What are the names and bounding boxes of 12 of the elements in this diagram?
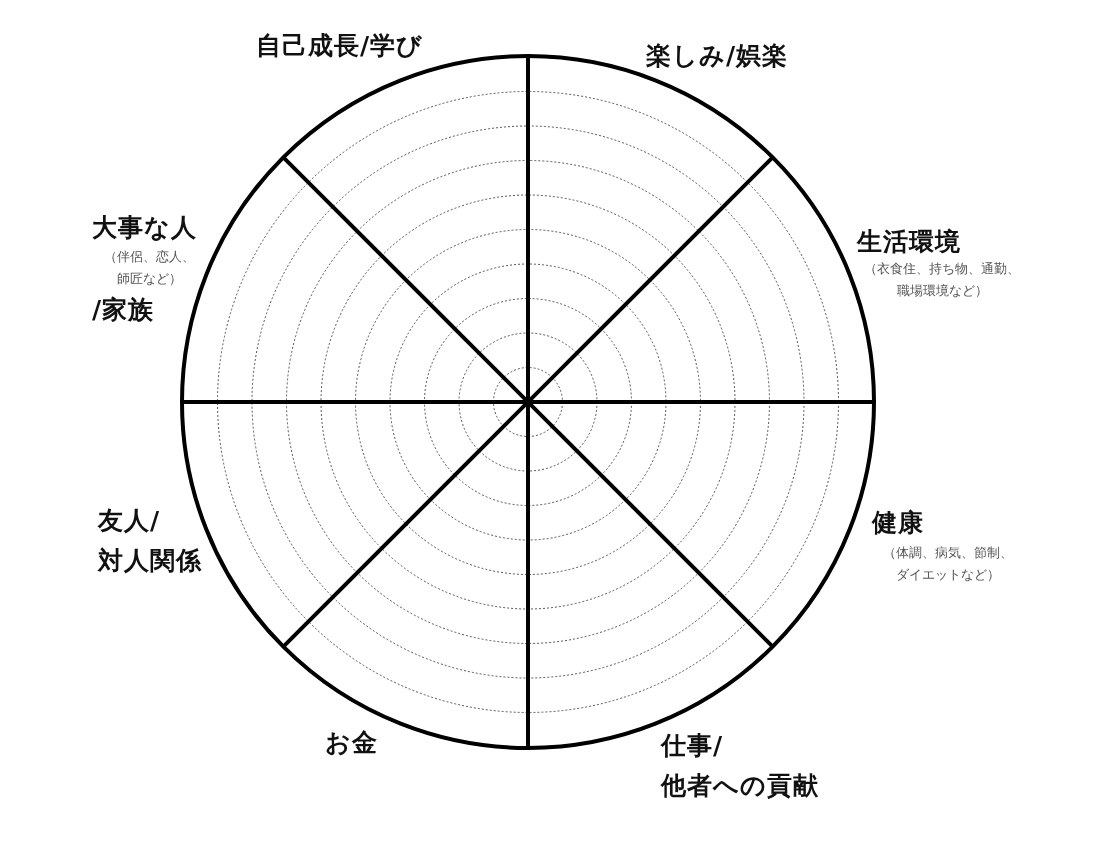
category-label: 楽しみ/娯楽 <box>646 40 790 72</box>
category-label: 生活環境 <box>857 226 962 258</box>
category-label: 友人/対人関係 <box>98 505 203 577</box>
note-text: （伴侶、恋人、師匠など） <box>102 248 196 288</box>
category-label: 大事な人 <box>92 212 198 244</box>
category-label: 健康 <box>872 507 925 539</box>
category-label: お金 <box>325 727 379 759</box>
note-text: （衣食住、持ち物、通勤、職場環境など） <box>863 260 1021 300</box>
category-label: 仕事/他者への貢献 <box>661 730 820 802</box>
category-label: 自己成長/学び <box>256 30 425 62</box>
note-text: （体調、病気、節制、ダイエットなど） <box>882 544 1014 584</box>
category-label: /家族 <box>92 294 156 326</box>
